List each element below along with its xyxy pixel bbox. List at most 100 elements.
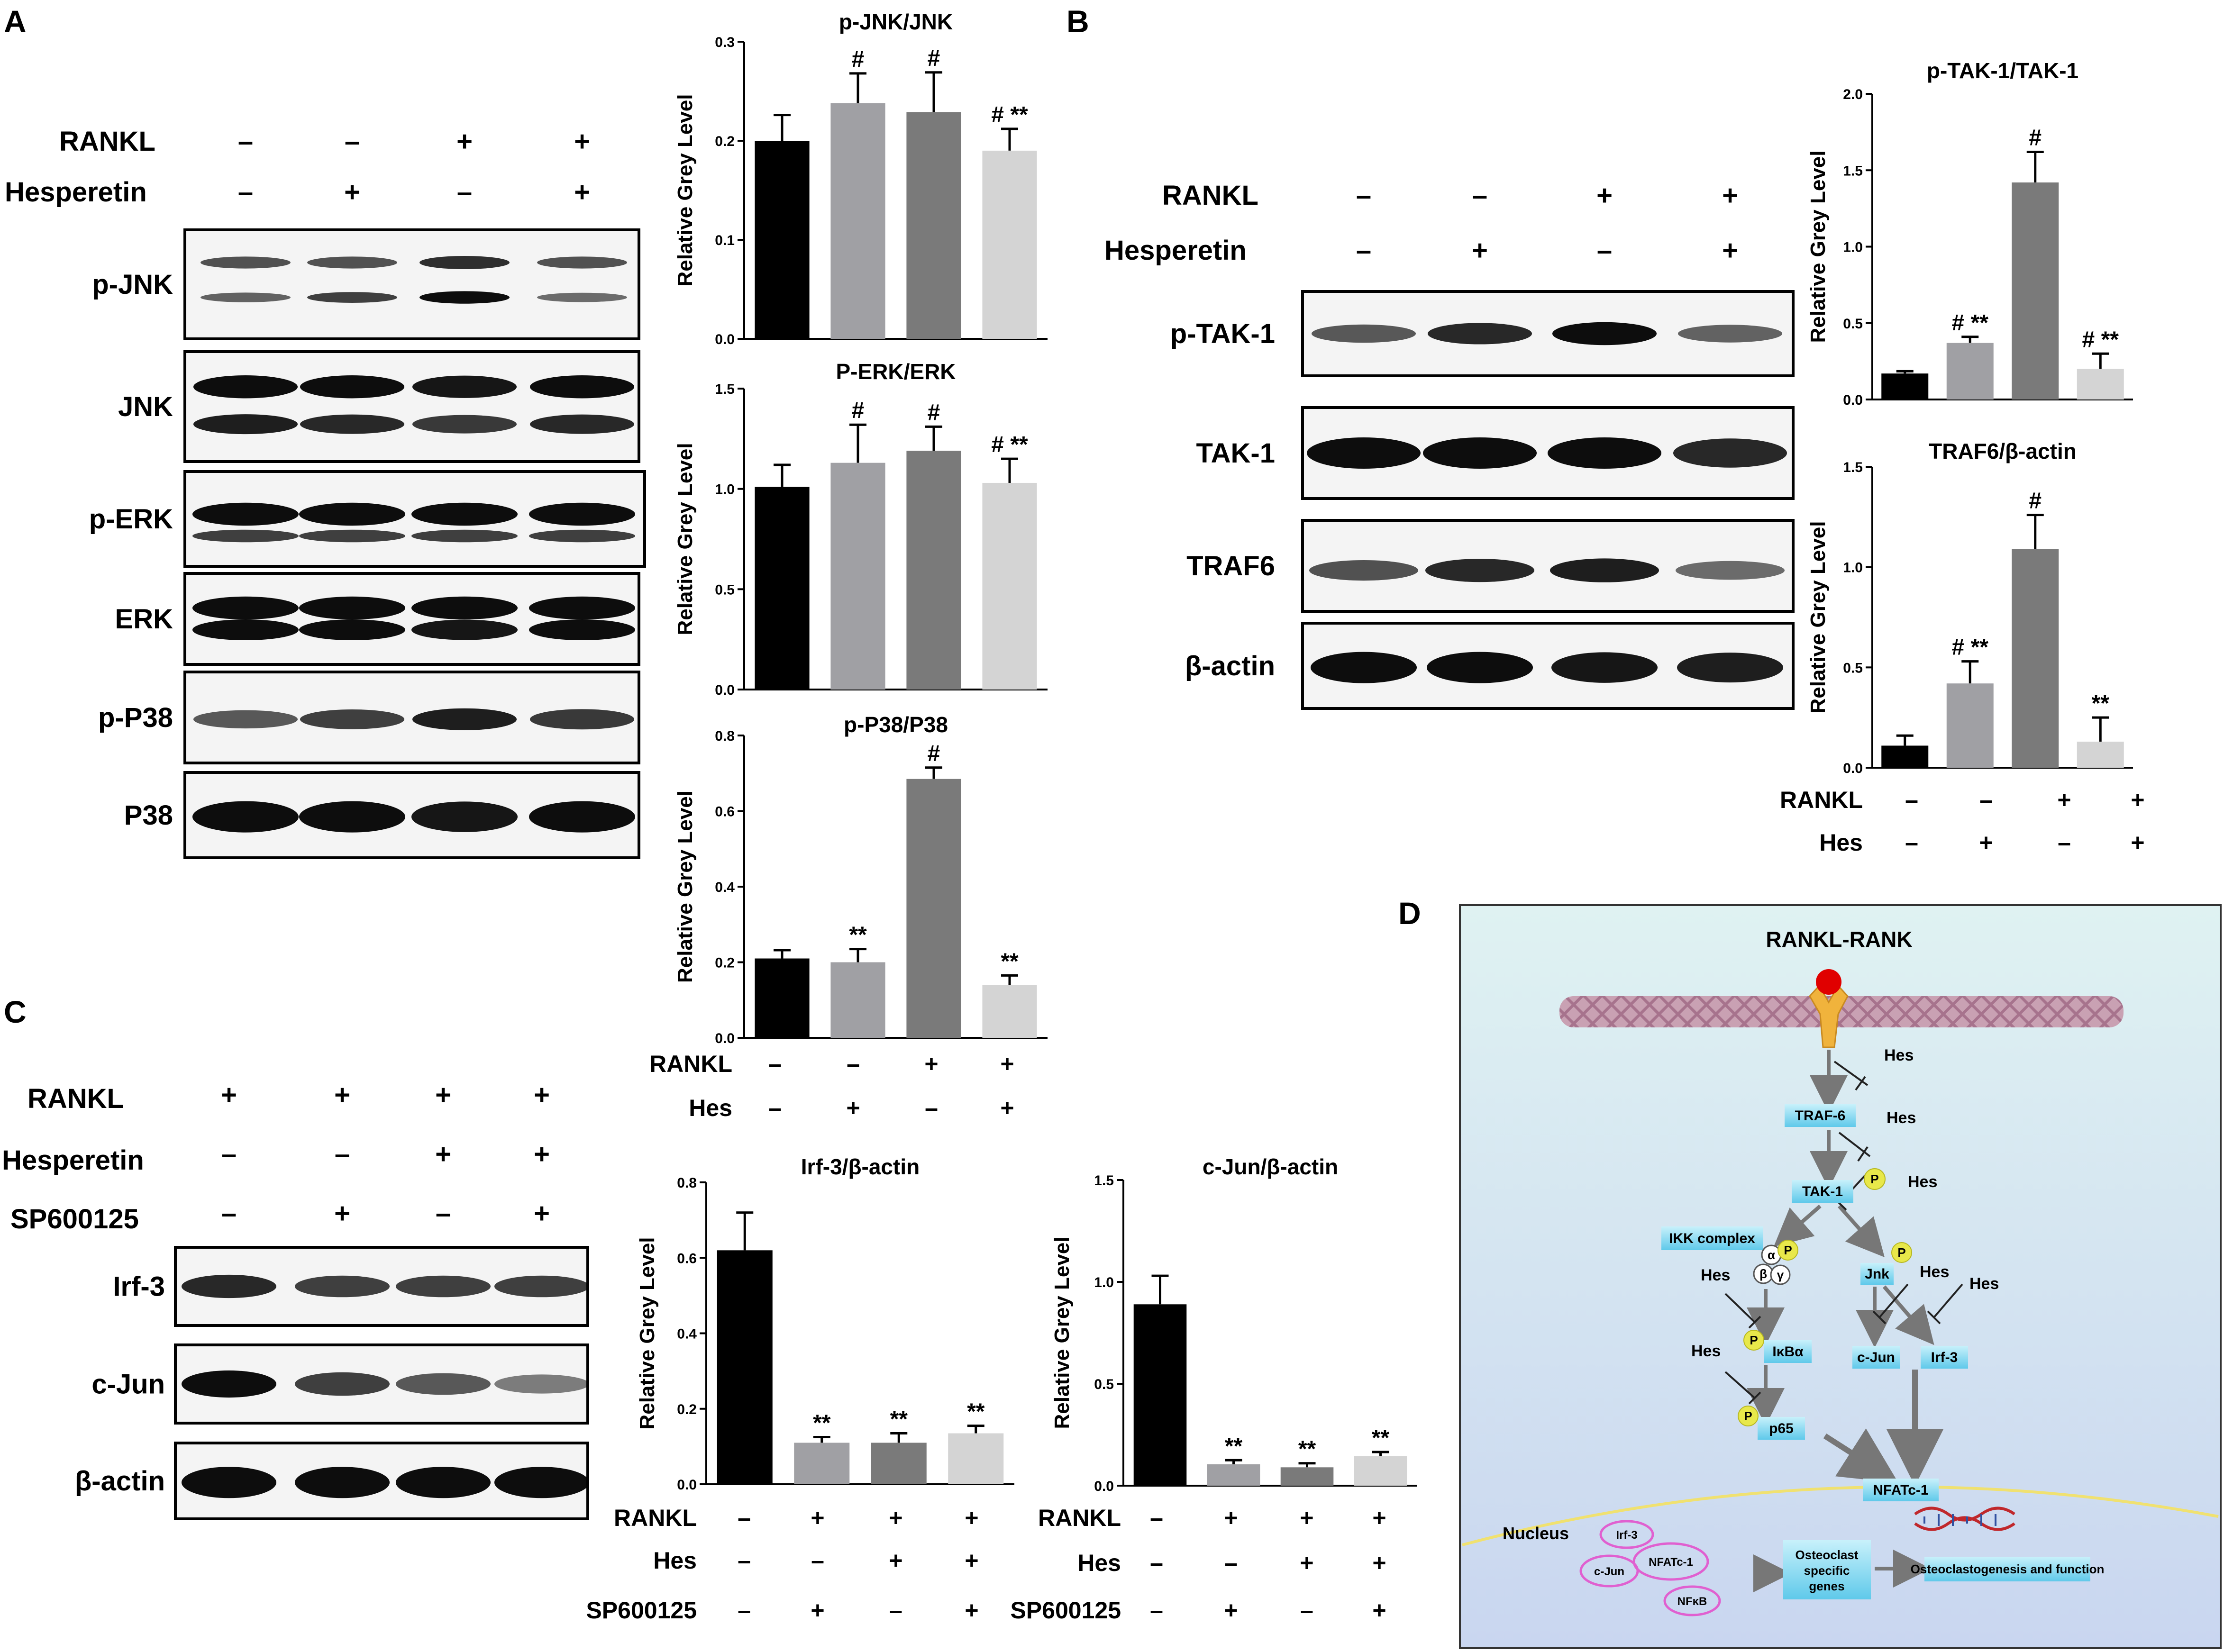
significance-label: # **: [1952, 310, 1989, 336]
blot-band: [530, 414, 634, 434]
inhibition-icon: [1724, 1293, 1761, 1329]
tak1-node: [1792, 1180, 1853, 1203]
blot-row: p-P38: [98, 671, 640, 764]
blot-band: [192, 619, 299, 641]
blot-band: [411, 596, 518, 620]
y-tick-label: 0.0: [1843, 761, 1863, 776]
diagram-title: RANKL-RANK: [1766, 927, 1912, 952]
sign: –: [1597, 235, 1612, 266]
sign: –: [1472, 180, 1487, 211]
y-tick-label: 0.4: [677, 1326, 697, 1342]
condition-sign: –: [1224, 1550, 1238, 1576]
bar: [2077, 369, 2124, 399]
blot-row: P38: [124, 771, 640, 859]
y-tick-label: 0.2: [677, 1402, 697, 1417]
panel-label-a: A: [4, 4, 27, 39]
hes-label: Hes: [1701, 1266, 1730, 1284]
blot-row: β-actin: [1185, 622, 1795, 710]
y-tick-label: 0.0: [1843, 392, 1863, 408]
y-axis-label: Relative Grey Level: [1806, 150, 1830, 343]
blot-band: [419, 291, 510, 304]
phospho-label: P: [1897, 1245, 1905, 1260]
condition-sign: +: [1372, 1550, 1386, 1576]
y-axis-label: Relative Grey Level: [674, 790, 697, 983]
significance-label: # **: [1952, 635, 1989, 660]
blot-band: [307, 292, 397, 303]
condition-sign: +: [965, 1597, 978, 1624]
condition-sign: –: [889, 1597, 902, 1624]
blot-band: [295, 1275, 390, 1298]
blot-band: [299, 619, 405, 641]
blot-row: p-ERK: [89, 470, 646, 568]
chart-title: P-ERK/ERK: [836, 359, 956, 384]
condition-label: SP600125: [586, 1597, 697, 1624]
bar: [982, 482, 1037, 690]
hes-label: Hes: [1908, 1173, 1937, 1191]
bar: [717, 1250, 773, 1484]
ikk-node: [1661, 1226, 1763, 1250]
bar: [755, 958, 810, 1038]
sign: +: [1596, 180, 1613, 211]
blot-label: JNK: [118, 391, 173, 422]
chart-title: p-TAK-1/TAK-1: [1927, 58, 2078, 83]
sign: –: [436, 1198, 451, 1229]
y-tick-label: 0.6: [677, 1251, 697, 1266]
condition-label: RANKL: [1038, 1505, 1121, 1531]
condition-sign: +: [811, 1597, 824, 1624]
blot-frame: [183, 350, 640, 463]
y-tick-label: 1.0: [1094, 1275, 1114, 1290]
bar: [906, 451, 961, 690]
hesperetin-label: Hesperetin: [5, 177, 147, 208]
bar: [794, 1443, 850, 1484]
condition-sign: –: [925, 1095, 938, 1121]
condition-sign: –: [1300, 1597, 1313, 1624]
rankl-label: RANKL: [1162, 180, 1258, 211]
y-tick-label: 0.1: [715, 233, 735, 248]
condition-sign: –: [738, 1597, 751, 1624]
blot-band: [201, 292, 291, 302]
gamma-subunit-icon: [1770, 1264, 1791, 1285]
condition-sign: +: [1000, 1051, 1014, 1077]
arrow: [1823, 1428, 1899, 1483]
condition-label: RANKL: [1780, 787, 1863, 813]
blot-row: TRAF6: [1186, 519, 1795, 613]
nfatc1-label: NFATc-1: [1873, 1482, 1928, 1498]
phospho-icon: [1738, 1406, 1759, 1426]
sign: +: [221, 1080, 237, 1110]
irf3-nuclear-icon: [1599, 1520, 1654, 1549]
blot-band: [412, 375, 517, 398]
condition-sign: –: [738, 1505, 751, 1531]
blot-row: c-Jun: [91, 1343, 589, 1425]
blot-band: [193, 414, 298, 435]
blot-label: Irf-3: [113, 1271, 165, 1302]
significance-label: #: [852, 47, 865, 72]
cjun-node: [1852, 1346, 1900, 1369]
blot-band: [1551, 652, 1658, 683]
chart-title: p-P38/P38: [844, 712, 948, 737]
condition-sign: +: [1979, 829, 1993, 856]
condition-sign: +: [965, 1505, 978, 1531]
blot-band: [201, 256, 291, 269]
y-tick-label: 1.5: [1843, 460, 1863, 475]
significance-label: #: [928, 46, 940, 71]
y-tick-label: 1.0: [1843, 240, 1863, 255]
blot-label: ERK: [115, 604, 173, 635]
condition-sign: –: [768, 1051, 782, 1077]
hes-label: Hes: [1969, 1275, 1999, 1293]
condition-sign: +: [1300, 1505, 1313, 1531]
blot-row: ERK: [115, 572, 640, 666]
sign: +: [435, 1080, 451, 1110]
phospho-label: P: [1870, 1172, 1878, 1186]
inhibition-icon: [1838, 1132, 1871, 1162]
blot-band: [307, 256, 397, 269]
condition-label: RANKL: [649, 1051, 732, 1077]
bar: [1881, 745, 1929, 768]
blot-band: [1427, 652, 1533, 683]
bar: [830, 463, 885, 690]
y-axis-label: Relative Grey Level: [1806, 521, 1830, 713]
nuclear-nfatc1-label: NFATc-1: [1649, 1556, 1693, 1569]
y-tick-label: 0.2: [715, 955, 735, 971]
